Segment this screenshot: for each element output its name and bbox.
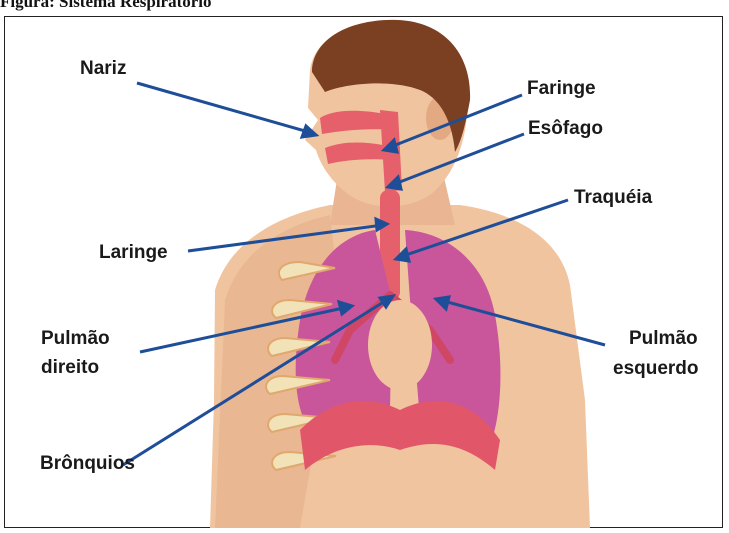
label-bronquios: Brônquios (40, 453, 135, 475)
label-laringe: Laringe (99, 242, 168, 264)
label-nariz: Nariz (80, 58, 126, 80)
label-pulmao-esquerdo-line1: Pulmão (629, 328, 698, 350)
label-esofago: Esôfago (528, 118, 603, 140)
label-pulmao-direito-line2: direito (41, 357, 99, 379)
label-pulmao-direito-line1: Pulmão (41, 328, 110, 350)
label-traqueia: Traquéia (574, 187, 652, 209)
label-pulmao-esquerdo-line2: esquerdo (613, 358, 699, 380)
label-faringe: Faringe (527, 78, 596, 100)
mediastinum (368, 300, 432, 390)
